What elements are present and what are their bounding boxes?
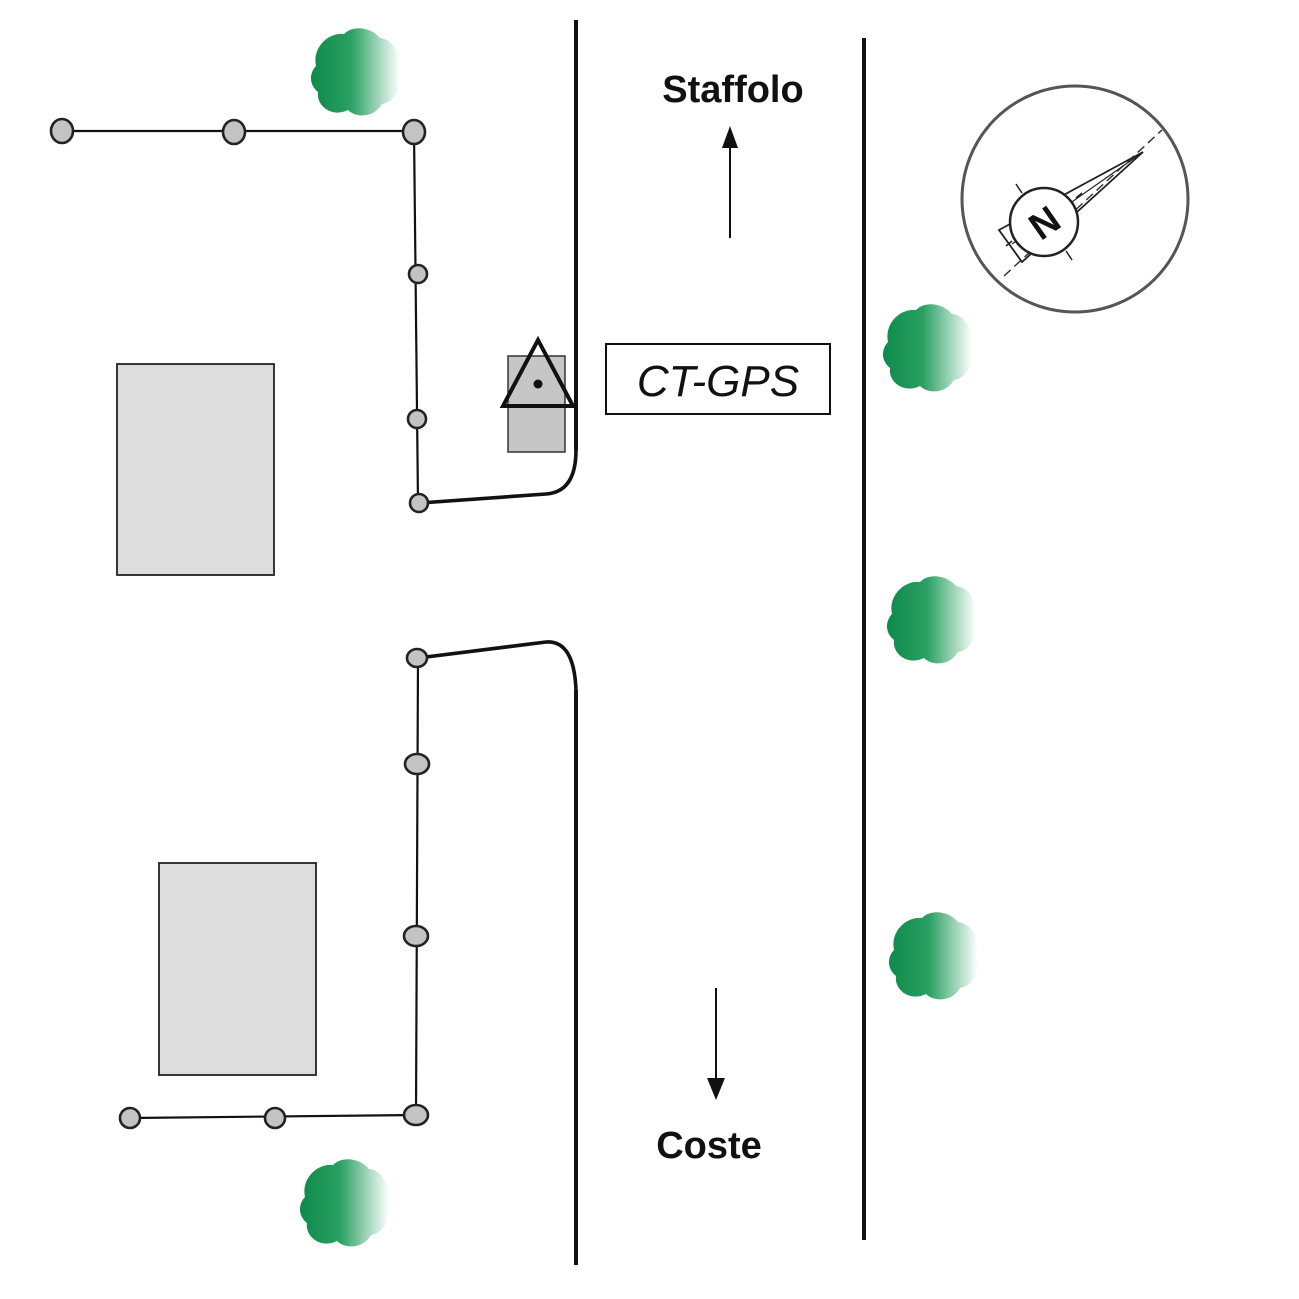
fence-post: [402, 924, 430, 948]
driveway-north-curve: [419, 449, 578, 505]
fence-post: [407, 263, 429, 285]
fence-post: [406, 408, 428, 430]
fence-post: [402, 1103, 430, 1127]
fence-post: [403, 752, 431, 776]
station-label-box: CT-GPS: [605, 343, 831, 415]
tree-icon: [887, 576, 977, 664]
arrow-down-icon: [707, 988, 725, 1100]
tree-icon: [889, 912, 979, 1000]
tree-icon: [883, 304, 973, 392]
fence-post: [263, 1106, 287, 1130]
north-compass-icon: N: [960, 84, 1190, 314]
arrow-up-icon: [722, 126, 738, 238]
tree-icon: [300, 1159, 390, 1247]
fence-post: [221, 118, 247, 146]
building-south: [158, 862, 317, 1076]
fence-post: [118, 1106, 142, 1130]
fence-post: [408, 492, 430, 514]
fence-post: [49, 117, 75, 145]
fence-post: [401, 118, 427, 146]
fence-post: [405, 647, 429, 669]
driveway-south-curve: [417, 640, 578, 691]
station-label: CT-GPS: [637, 357, 799, 406]
direction-label-south: Coste: [656, 1125, 762, 1167]
triangle-benchmark-icon: [499, 335, 577, 453]
tree-icon: [311, 28, 401, 116]
direction-label-north: Staffolo: [662, 69, 803, 111]
building-north: [116, 363, 275, 576]
